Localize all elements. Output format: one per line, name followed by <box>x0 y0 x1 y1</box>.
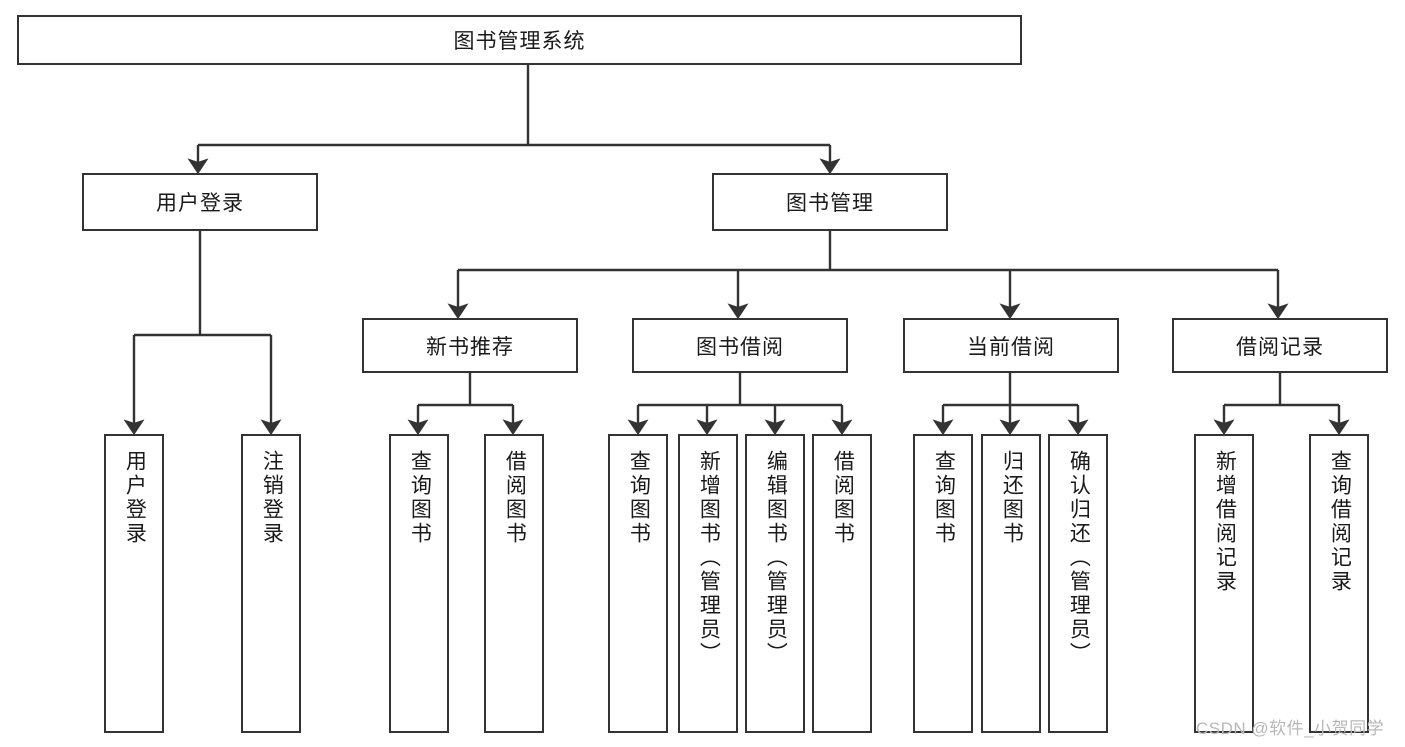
node-leaf-4[interactable]: 查询图书 <box>608 434 668 733</box>
node-label: 借阅记录 <box>1236 335 1324 359</box>
node-label: 借阅图书 <box>831 450 855 546</box>
node-label: 用户登录 <box>156 192 244 215</box>
node-leaf-7[interactable]: 借阅图书 <box>812 434 872 733</box>
node-level2-1[interactable]: 图书管理 <box>712 173 948 231</box>
node-leaf-0[interactable]: 用户登录 <box>104 434 164 733</box>
node-label: 查询图书 <box>627 450 651 546</box>
node-level2-0[interactable]: 用户登录 <box>82 173 318 231</box>
node-label: 新增图书（管理员） <box>697 450 721 666</box>
node-leaf-11[interactable]: 新增借阅记录 <box>1194 434 1254 733</box>
node-level3-3[interactable]: 借阅记录 <box>1172 318 1388 373</box>
node-label: 新书推荐 <box>426 335 514 359</box>
node-leaf-12[interactable]: 查询借阅记录 <box>1309 434 1369 733</box>
node-label: 图书管理系统 <box>453 30 586 53</box>
node-label: 图书管理 <box>786 192 874 215</box>
node-label: 借阅图书 <box>503 450 527 546</box>
node-label: 查询图书 <box>932 450 956 546</box>
node-label: 编辑图书（管理员） <box>764 450 788 666</box>
node-leaf-10[interactable]: 确认归还（管理员） <box>1048 434 1108 733</box>
node-leaf-8[interactable]: 查询图书 <box>913 434 973 733</box>
node-label: 当前借阅 <box>967 335 1055 359</box>
node-leaf-2[interactable]: 查询图书 <box>389 434 449 733</box>
node-label: 查询图书 <box>408 450 432 546</box>
node-level3-0[interactable]: 新书推荐 <box>362 318 578 373</box>
node-label: 新增借阅记录 <box>1213 450 1237 594</box>
node-leaf-5[interactable]: 新增图书（管理员） <box>678 434 738 733</box>
node-label: 图书借阅 <box>696 335 784 359</box>
watermark: CSDN @软件_小贺同学 <box>1196 719 1385 738</box>
node-leaf-9[interactable]: 归还图书 <box>981 434 1041 733</box>
node-label: 用户登录 <box>123 450 147 546</box>
node-level3-1[interactable]: 图书借阅 <box>632 318 848 373</box>
node-root[interactable]: 图书管理系统 <box>17 15 1022 65</box>
node-label: 注销登录 <box>260 450 284 546</box>
node-label: 查询借阅记录 <box>1328 450 1352 594</box>
node-leaf-1[interactable]: 注销登录 <box>241 434 301 733</box>
node-leaf-6[interactable]: 编辑图书（管理员） <box>745 434 805 733</box>
node-level3-2[interactable]: 当前借阅 <box>903 318 1119 373</box>
node-label: 确认归还（管理员） <box>1067 450 1091 666</box>
node-label: 归还图书 <box>1000 450 1024 546</box>
node-leaf-3[interactable]: 借阅图书 <box>484 434 544 733</box>
